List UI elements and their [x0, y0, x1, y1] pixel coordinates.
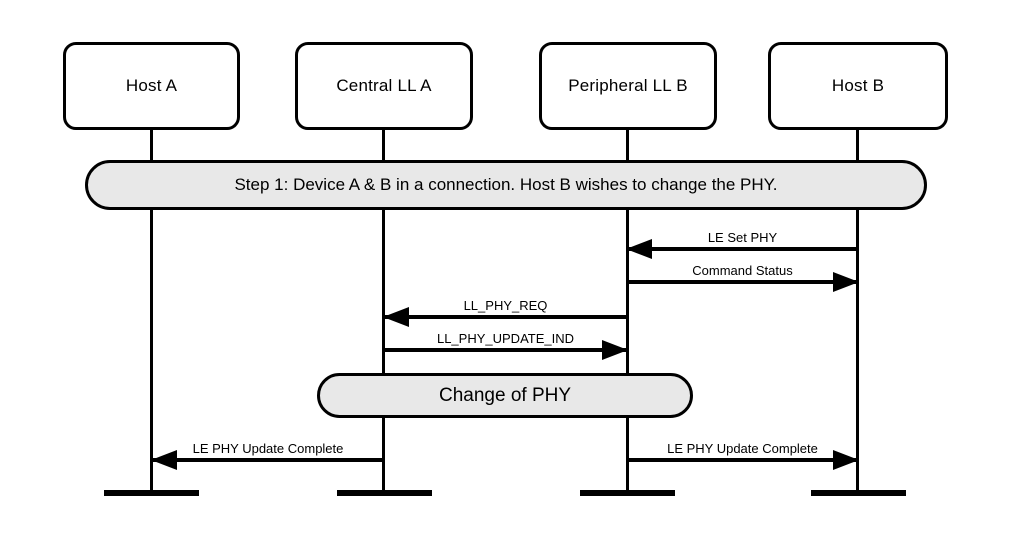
actor-box-host-a: Host A [63, 42, 240, 130]
message-label: LE Set PHY [707, 230, 778, 245]
lifeline-terminator-host-b [811, 490, 906, 496]
actor-box-peripheral-ll-b: Peripheral LL B [539, 42, 717, 130]
message-line [626, 239, 858, 259]
message-label: Command Status [692, 263, 793, 278]
arrowhead-left-icon [626, 239, 652, 259]
lifeline-host-a [150, 128, 153, 490]
arrowhead-right-icon [833, 272, 859, 292]
lifeline-terminator-host-a [104, 490, 199, 496]
step-banner: Step 1: Device A & B in a connection. Ho… [85, 160, 927, 210]
lifeline-terminator-peripheral-ll-b [580, 490, 675, 496]
message-line [627, 272, 859, 292]
message-label: LE PHY Update Complete [192, 441, 344, 456]
message-label: LE PHY Update Complete [667, 441, 818, 456]
change-of-phy-label: Change of PHY [438, 384, 572, 406]
message-line [627, 450, 859, 470]
lifeline-peripheral-ll-b [626, 128, 629, 490]
message-ll-phy-req: LL_PHY_REQ [383, 298, 627, 327]
arrowhead-right-icon [833, 450, 859, 470]
lifeline-terminator-central-ll-a [337, 490, 432, 496]
message-le-set-phy: LE Set PHY [626, 230, 858, 259]
actor-box-central-ll-a: Central LL A [295, 42, 473, 130]
arrowhead-left-icon [151, 450, 177, 470]
arrowhead-right-icon [602, 340, 628, 360]
actor-label: Host B [831, 76, 885, 95]
message-line [384, 340, 628, 360]
actor-label: Peripheral LL B [568, 76, 688, 95]
message-label: LL_PHY_UPDATE_IND [436, 331, 575, 346]
actor-label: Host A [125, 76, 178, 95]
message-command-status: Command Status [627, 263, 859, 292]
actor-label: Central LL A [336, 76, 432, 95]
message-le-phy-update-complete-b: LE PHY Update Complete [627, 441, 859, 470]
message-label: LL_PHY_REQ [463, 298, 548, 313]
message-le-phy-update-complete-a: LE PHY Update Complete [151, 441, 384, 470]
message-ll-phy-update-ind: LL_PHY_UPDATE_IND [384, 331, 628, 360]
lifeline-host-b [856, 128, 859, 490]
actor-box-host-b: Host B [768, 42, 948, 130]
change-of-phy-banner: Change of PHY [317, 373, 693, 418]
message-line [151, 450, 384, 470]
message-line [383, 307, 627, 327]
arrowhead-left-icon [383, 307, 409, 327]
step-banner-label: Step 1: Device A & B in a connection. Ho… [234, 175, 778, 194]
